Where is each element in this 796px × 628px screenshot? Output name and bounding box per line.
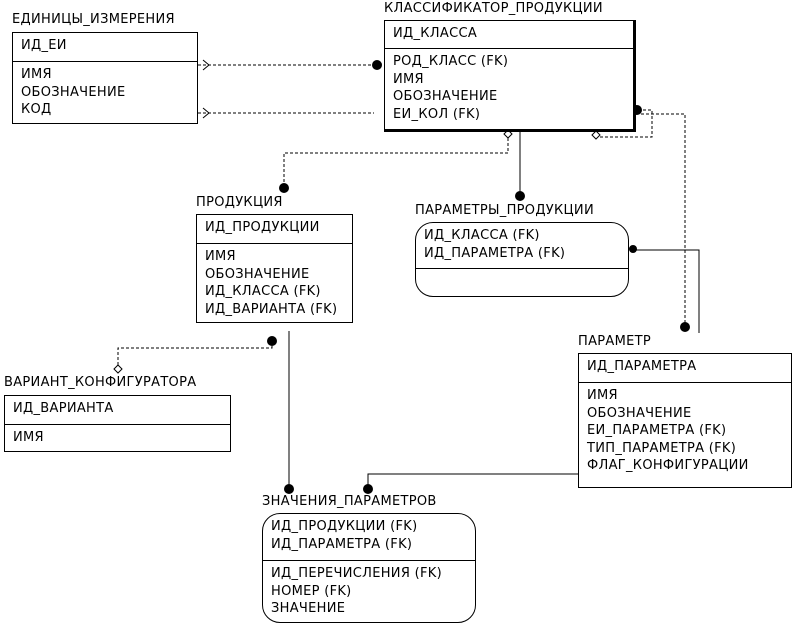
attr: ИД_КЛАССА (FK) <box>205 284 321 299</box>
entity-units[interactable]: ИД_ЕИ ИМЯ ОБОЗНАЧЕНИЕ КОД <box>12 32 198 124</box>
entity-units-pk: ИД_ЕИ <box>13 33 197 62</box>
entity-product-attrs: ИМЯ ОБОЗНАЧЕНИЕ ИД_КЛАССА (FK) ИД_ВАРИАН… <box>197 244 352 318</box>
rel-variant-product <box>117 337 273 365</box>
attr: НОМЕР (FK) <box>271 583 352 599</box>
attr: ИМЯ <box>587 388 618 403</box>
attr: КОД <box>21 102 52 117</box>
rel-end-dot <box>680 322 690 332</box>
pk-attr: ИД_ПАРАМЕТРА <box>587 359 697 374</box>
entity-param-values-pk: ИД_ПРОДУКЦИИ (FK) ИД_ПАРАМЕТРА (FK) <box>263 514 475 561</box>
rel-end-dot <box>363 484 373 494</box>
attr: ОБОЗНАЧЕНИЕ <box>587 405 692 421</box>
entity-parameter-attrs: ИМЯ ОБОЗНАЧЕНИЕ ЕИ_ПАРАМЕТРА (FK) ТИП_ПА… <box>579 383 791 475</box>
entity-title-product-params: ПАРАМЕТРЫ_ПРОДУКЦИИ <box>415 203 594 218</box>
rel-end-dot <box>372 60 382 70</box>
entity-title-product: ПРОДУКЦИЯ <box>196 195 283 210</box>
attr: ИД_ВАРИАНТА (FK) <box>205 301 338 317</box>
attr: ОБОЗНАЧЕНИЕ <box>393 89 498 104</box>
rel-classifier-recursive <box>595 109 653 138</box>
entity-classifier[interactable]: ИД_КЛАССА РОД_КЛАСС (FK) ИМЯ ОБОЗНАЧЕНИЕ… <box>384 20 636 132</box>
rel-classifier-product <box>283 138 509 184</box>
attr: ЗНАЧЕНИЕ <box>271 601 346 616</box>
attr: ИМЯ <box>393 71 424 87</box>
entity-config-variant-attrs: ИМЯ <box>5 425 230 447</box>
entity-param-values-attrs: ИД_ПЕРЕЧИСЛЕНИЯ (FK) НОМЕР (FK) ЗНАЧЕНИЕ <box>263 561 475 618</box>
pk-attr: ИД_КЛАССА <box>393 26 478 41</box>
entity-title-parameter: ПАРАМЕТР <box>578 334 652 349</box>
entity-product-params[interactable]: ИД_КЛАССА (FK) ИД_ПАРАМЕТРА (FK) <box>415 222 629 297</box>
entity-product-pk: ИД_ПРОДУКЦИИ <box>197 215 352 244</box>
entity-product-params-attrs <box>416 269 628 273</box>
rel-parameter-paramvalues <box>367 473 578 485</box>
entity-title-config-variant: ВАРИАНТ_КОНФИГУРАТОРА <box>4 375 197 390</box>
attr: ИМЯ <box>13 430 44 445</box>
entity-classifier-pk: ИД_КЛАССА <box>385 21 633 49</box>
pk-attr: ИД_ПАРАМЕТРА (FK) <box>424 245 566 261</box>
rel-classifier-parameter <box>636 113 686 324</box>
attr: РОД_КЛАСС (FK) <box>393 54 509 69</box>
pk-attr: ИД_ВАРИАНТА <box>13 401 114 416</box>
attr: ИМЯ <box>205 249 236 264</box>
pk-attr: ИД_ПАРАМЕТРА (FK) <box>271 536 413 552</box>
entity-classifier-attrs: РОД_КЛАСС (FK) ИМЯ ОБОЗНАЧЕНИЕ ЕИ_КОЛ (F… <box>385 49 633 123</box>
attr: ИД_ПЕРЕЧИСЛЕНИЯ (FK) <box>271 566 442 581</box>
entity-title-classifier: КЛАССИФИКАТОР_ПРОДУКЦИИ <box>384 1 603 16</box>
attr: ЕИ_ПАРАМЕТРА (FK) <box>587 423 727 438</box>
rel-units-mark-1 <box>202 59 210 71</box>
entity-title-units: ЕДИНИЦЫ_ИЗМЕРЕНИЯ <box>12 12 175 27</box>
entity-parameter[interactable]: ИД_ПАРАМЕТРА ИМЯ ОБОЗНАЧЕНИЕ ЕИ_ПАРАМЕТР… <box>578 353 792 488</box>
entity-title-param-values: ЗНАЧЕНИЯ_ПАРАМЕТРОВ <box>262 494 437 509</box>
entity-units-attrs: ИМЯ ОБОЗНАЧЕНИЕ КОД <box>13 62 197 119</box>
pk-attr: ИД_ПРОДУКЦИИ (FK) <box>271 519 418 534</box>
rel-end-dot <box>284 484 294 494</box>
attr: ФЛАГ_КОНФИГУРАЦИИ <box>587 458 749 473</box>
attr: ИМЯ <box>21 67 52 82</box>
rel-end-dot <box>629 245 637 253</box>
entity-product[interactable]: ИД_ПРОДУКЦИИ ИМЯ ОБОЗНАЧЕНИЕ ИД_КЛАССА (… <box>196 214 353 323</box>
entity-config-variant[interactable]: ИД_ВАРИАНТА ИМЯ <box>4 395 231 452</box>
entity-param-values[interactable]: ИД_ПРОДУКЦИИ (FK) ИД_ПАРАМЕТРА (FK) ИД_П… <box>262 513 476 623</box>
attr: ОБОЗНАЧЕНИЕ <box>21 84 126 100</box>
rel-diamond <box>591 130 601 140</box>
rel-units-mark-2 <box>202 107 210 119</box>
rel-end-dot <box>279 183 289 193</box>
rel-end-dot <box>515 191 525 201</box>
rel-diamond <box>113 364 123 374</box>
rel-diamond <box>503 129 513 139</box>
pk-attr: ИД_ЕИ <box>21 38 67 53</box>
attr: ТИП_ПАРАМЕТРА (FK) <box>587 440 737 456</box>
entity-config-variant-pk: ИД_ВАРИАНТА <box>5 396 230 425</box>
rel-end-dot <box>267 336 277 346</box>
pk-attr: ИД_КЛАССА (FK) <box>424 228 540 243</box>
entity-product-params-pk: ИД_КЛАССА (FK) ИД_ПАРАМЕТРА (FK) <box>416 223 628 269</box>
attr: ЕИ_КОЛ (FK) <box>393 106 481 122</box>
rel-parameter-productparams <box>636 249 700 333</box>
pk-attr: ИД_ПРОДУКЦИИ <box>205 220 320 235</box>
entity-parameter-pk: ИД_ПАРАМЕТРА <box>579 354 791 383</box>
attr: ОБОЗНАЧЕНИЕ <box>205 266 310 282</box>
